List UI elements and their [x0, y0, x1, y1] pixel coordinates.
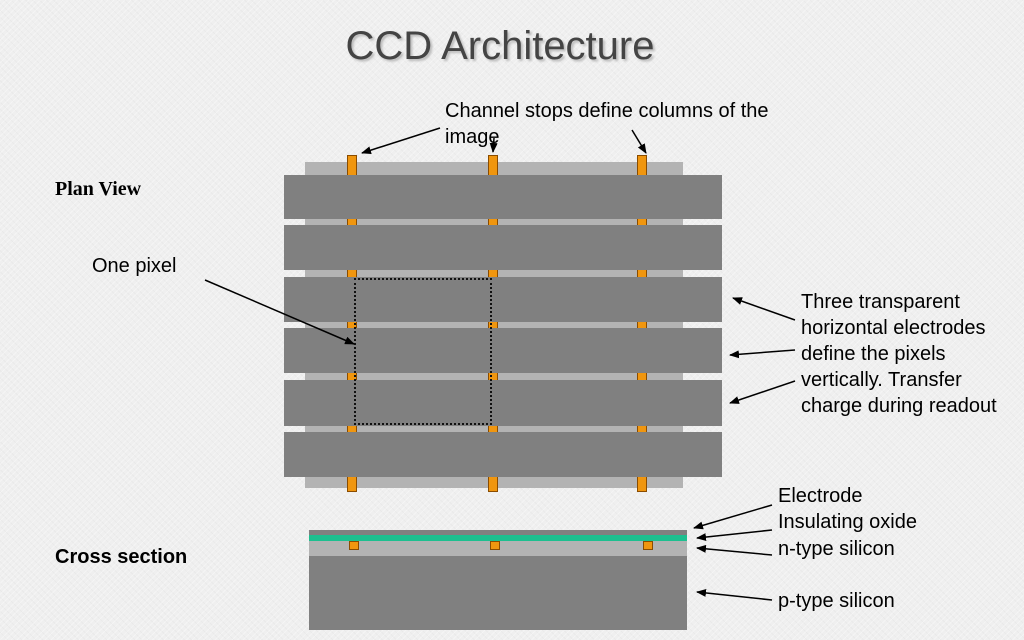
- cross-channel-stop: [643, 541, 653, 550]
- cross-channel-stop: [490, 541, 500, 550]
- electrode-row: [284, 328, 722, 373]
- arrow-channel-stop-middle: [489, 137, 498, 153]
- channel-stop: [488, 155, 498, 492]
- cross-channel-stop: [349, 541, 359, 550]
- slide-title: CCD Architecture: [345, 24, 655, 68]
- electrode-row: [284, 432, 722, 477]
- insulating-oxide-label: Insulating oxide: [778, 511, 917, 533]
- n-type-silicon-label: n-type silicon: [778, 538, 895, 560]
- cross-electrode-layer: [309, 530, 687, 536]
- electrodes-line: Three transparent: [801, 291, 960, 313]
- electrode-row: [284, 277, 722, 322]
- channel-stop: [347, 155, 357, 492]
- channel-stops-line: Channel stops define columns of the: [445, 100, 769, 122]
- insulating-oxide-layer: [309, 535, 687, 541]
- electrode-row: [284, 225, 722, 270]
- plan-view-label: Plan View: [55, 178, 142, 200]
- p-type-silicon-label: p-type silicon: [778, 590, 895, 612]
- electrodes-line: charge during readout: [801, 395, 997, 417]
- electrodes-line: horizontal electrodes: [801, 317, 986, 339]
- p-type-silicon-layer: [309, 556, 687, 630]
- electrodes-line: define the pixels: [801, 343, 946, 365]
- channel-stops-label: Channel stops define columns of the imag…: [445, 98, 769, 150]
- arrow-channel-stop-right: [631, 129, 647, 154]
- arrow-p-type-layer: [696, 588, 773, 601]
- arrow-oxide-layer: [696, 529, 773, 542]
- arrow-electrode-1: [732, 297, 796, 321]
- electrodes-line: vertically. Transfer: [801, 369, 962, 391]
- arrow-n-type-layer: [696, 544, 773, 556]
- channel-stops-line: image: [445, 126, 500, 148]
- electrode-row: [284, 380, 722, 426]
- electrodes-label: Three transparent horizontal electrodes …: [801, 289, 997, 419]
- one-pixel-label: One pixel: [92, 255, 177, 277]
- channel-stop: [637, 155, 647, 492]
- arrow-electrode-layer: [693, 504, 773, 530]
- arrow-one-pixel: [204, 279, 355, 345]
- pixel-outline: [354, 278, 492, 425]
- arrow-electrode-3: [729, 380, 796, 404]
- electrode-label: Electrode: [778, 485, 863, 507]
- electrode-row: [284, 175, 722, 219]
- arrow-channel-stop-left: [361, 127, 441, 155]
- cross-section-label: Cross section: [55, 546, 188, 568]
- arrow-electrode-2: [729, 349, 796, 359]
